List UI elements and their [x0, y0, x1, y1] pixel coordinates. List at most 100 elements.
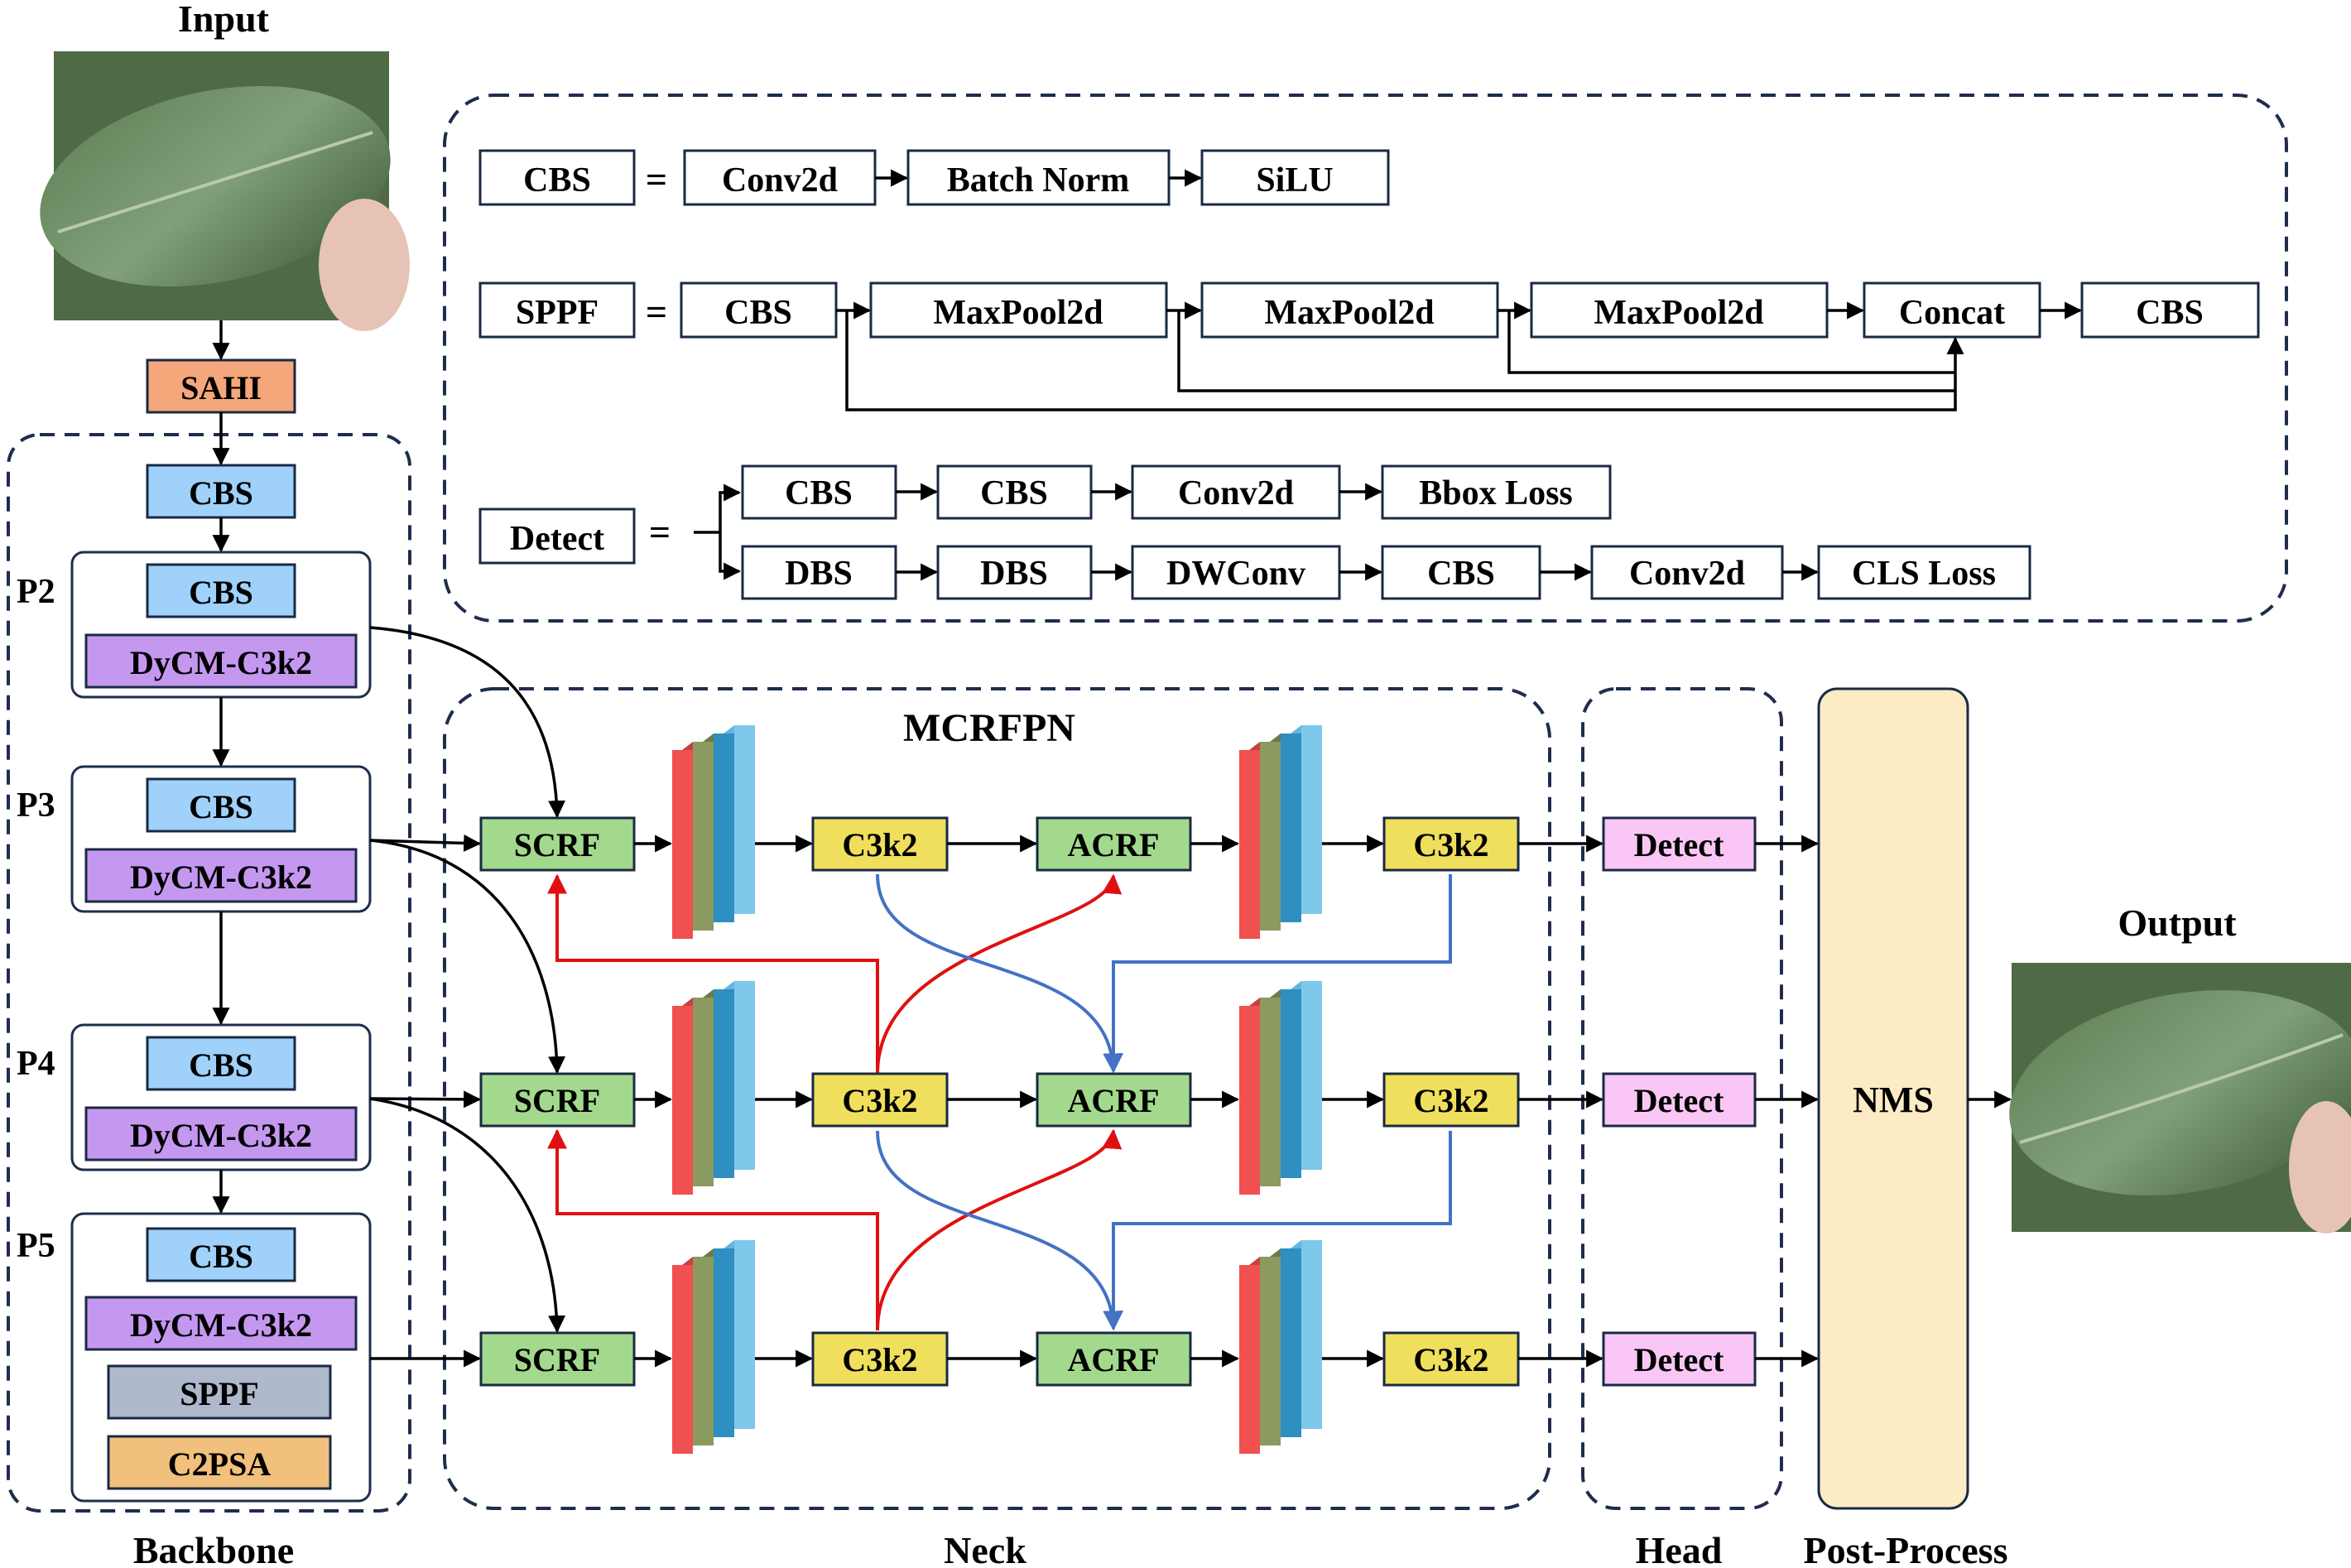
legend-detect-equals: =	[649, 511, 671, 553]
legend-detect-dwconv	[1131, 545, 1341, 600]
legend-sppf-equals: =	[646, 291, 667, 333]
legend-cbs-name	[478, 149, 636, 206]
legend-detect-branch	[694, 483, 742, 580]
p3-cbs-label: CBS	[189, 788, 253, 825]
p2-cbs-label: CBS	[189, 574, 253, 611]
legend-sppf-cbs2	[2080, 281, 2260, 339]
legend-sppf-cbs1	[680, 281, 838, 339]
nms-label: NMS	[1853, 1080, 1934, 1120]
legend-detect-bbox-loss-label: Bbox Loss	[1419, 474, 1573, 512]
head-to-nms-arrows	[1755, 835, 2012, 1368]
p5-sppf	[107, 1364, 332, 1420]
legend-sppf-maxpool2-label: MaxPool2d	[1264, 294, 1434, 332]
p5-c2psa	[107, 1435, 332, 1490]
legend-detect-name-label: Detect	[510, 520, 604, 558]
legend-cbs-silu-label: SiLU	[1256, 161, 1333, 200]
p5-label: P5	[17, 1227, 55, 1265]
feature-map-bot-right	[1239, 1240, 1322, 1454]
legend-sppf-cbs1-label: CBS	[724, 294, 792, 332]
legend-sppf-maxpool3-label: MaxPool2d	[1594, 294, 1763, 332]
legend-region	[443, 94, 2288, 623]
sahi-label: SAHI	[180, 369, 262, 406]
c3k2-bot-left-label: C3k2	[842, 1341, 917, 1378]
c3k2-top-right-label: C3k2	[1413, 826, 1488, 863]
output-label: Output	[2118, 902, 2237, 944]
scrf-mid-label: SCRF	[514, 1082, 600, 1119]
c3k2-bot-right-label: C3k2	[1413, 1341, 1488, 1378]
backbone-region	[7, 433, 411, 1513]
legend-sppf-cbs2-label: CBS	[2136, 294, 2204, 332]
input-leaf-image	[40, 51, 410, 331]
p4-dycm	[84, 1106, 358, 1162]
legend-sppf-maxpool2	[1200, 281, 1499, 339]
legend-sppf-maxpool1-label: MaxPool2d	[933, 294, 1103, 332]
legend-detect-cls-loss-label: CLS Loss	[1852, 555, 1996, 593]
p5-cbs-label: CBS	[189, 1238, 253, 1275]
legend-detect-cbs1-label: CBS	[785, 474, 853, 512]
backbone-stem-cbs-label: CBS	[189, 474, 253, 512]
feature-map-top-right	[1239, 725, 1322, 939]
p5-dycm-label: DyCM-C3k2	[130, 1306, 312, 1344]
p3-cbs	[146, 777, 296, 833]
output-leaf-image	[2009, 963, 2351, 1234]
p2-dycm	[84, 633, 358, 689]
p3-label: P3	[17, 786, 55, 825]
acrf-bot	[1036, 1331, 1192, 1387]
post-process-title: Post-Process	[1804, 1529, 2008, 1568]
p4-label: P4	[17, 1045, 55, 1083]
legend-detect-cbs3-label: CBS	[1427, 555, 1495, 593]
p4-cbs-label: CBS	[189, 1046, 253, 1084]
head-title: Head	[1636, 1529, 1723, 1568]
legend-sppf-name	[478, 281, 636, 339]
neck-red-connections	[547, 873, 1123, 1331]
legend-detect-conv2d1-label: Conv2d	[1178, 474, 1294, 512]
scrf-top	[479, 816, 636, 872]
detect-top-label: Detect	[1634, 826, 1724, 863]
legend-detect-name	[478, 507, 636, 565]
legend-detect-dbs1-label: DBS	[785, 555, 853, 593]
legend-sppf-maxpool1	[869, 281, 1168, 339]
detect-bot-label: Detect	[1634, 1341, 1724, 1378]
legend-sppf-name-label: SPPF	[516, 294, 599, 332]
c3k2-mid-right-label: C3k2	[1413, 1082, 1488, 1119]
c3k2-bot-left	[811, 1331, 949, 1387]
acrf-top-label: ACRF	[1067, 826, 1159, 863]
c3k2-bot-right	[1382, 1331, 1520, 1387]
acrf-bot-label: ACRF	[1067, 1341, 1159, 1378]
legend-detect-cls-loss	[1817, 545, 2031, 600]
backbone-to-neck-connections	[369, 626, 566, 1368]
legend-cbs-name-label: CBS	[523, 161, 591, 200]
p5-cbs	[146, 1227, 296, 1282]
backbone-title: Backbone	[133, 1529, 294, 1568]
feature-map-mid-left	[672, 981, 755, 1195]
p4-dycm-label: DyCM-C3k2	[130, 1117, 312, 1154]
p3-dycm	[84, 848, 358, 903]
legend-sppf-concat-label: Concat	[1899, 294, 2005, 332]
feature-map-top-left	[672, 725, 755, 939]
detect-top	[1602, 816, 1757, 872]
p5-sppf-label: SPPF	[180, 1375, 259, 1412]
legend-detect-dbs1	[741, 545, 897, 600]
p5-c2psa-label: C2PSA	[168, 1445, 272, 1483]
c3k2-top-right	[1382, 816, 1520, 872]
detect-mid-label: Detect	[1634, 1082, 1724, 1119]
p4-cbs	[146, 1036, 296, 1091]
input-label: Input	[178, 0, 270, 40]
neck-blue-connections	[876, 873, 1452, 1331]
legend-detect-cbs1	[741, 464, 897, 520]
feature-map-mid-right	[1239, 981, 1322, 1195]
legend-cbs-equals: =	[646, 158, 667, 200]
feature-map-bot-left	[672, 1240, 755, 1454]
c3k2-top-left-label: C3k2	[842, 826, 917, 863]
scrf-bot	[479, 1331, 636, 1387]
scrf-bot-label: SCRF	[514, 1341, 600, 1378]
legend-detect-cbs3	[1381, 545, 1541, 600]
legend-cbs-conv2d-label: Conv2d	[722, 161, 838, 200]
p2-label: P2	[17, 573, 55, 611]
c3k2-mid-left	[811, 1072, 949, 1128]
legend-detect-arrows	[896, 483, 1820, 581]
mcrfpn-title: MCRFPN	[903, 706, 1075, 750]
legend-detect-cbs2-label: CBS	[980, 474, 1048, 512]
p5-dycm	[84, 1296, 358, 1351]
